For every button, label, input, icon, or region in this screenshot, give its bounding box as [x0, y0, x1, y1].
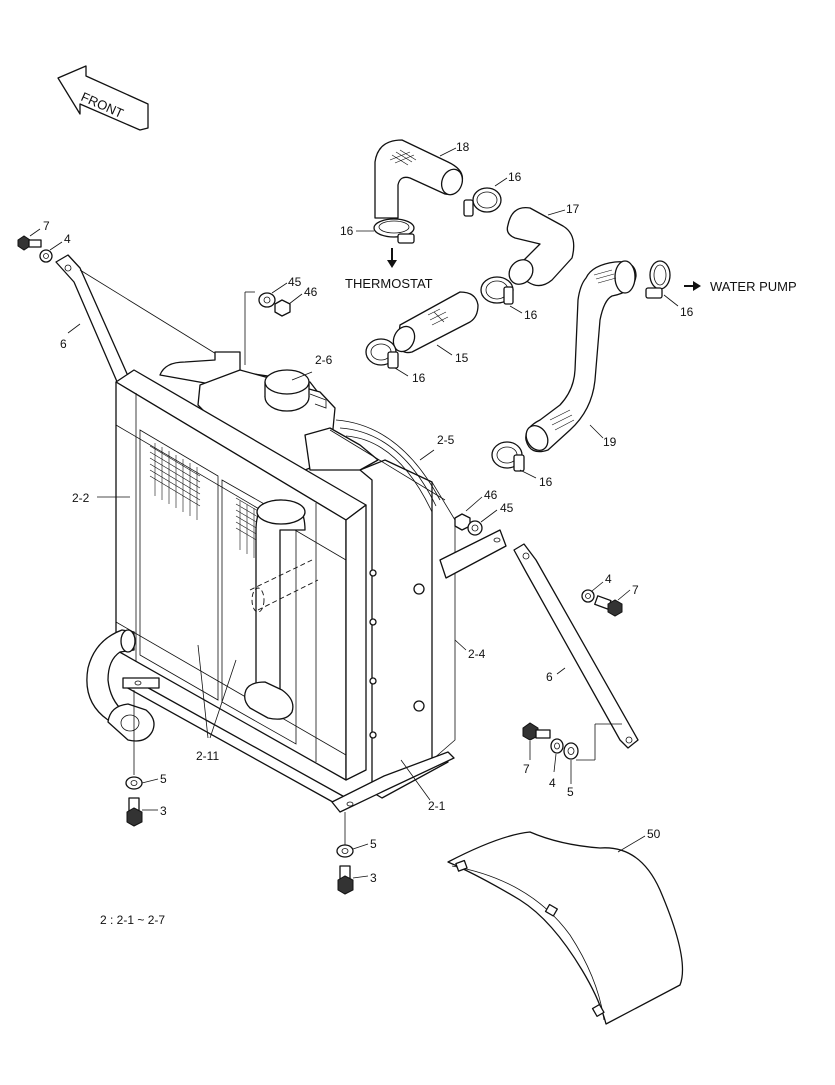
support-stay — [55, 254, 129, 385]
label-5-a: 5 — [160, 772, 167, 786]
support-stay — [513, 543, 639, 749]
washer — [258, 292, 276, 308]
arrow-down-icon — [387, 260, 397, 268]
washer — [581, 589, 595, 603]
fan-shroud — [331, 419, 456, 813]
label-3-b: 3 — [370, 871, 377, 885]
label-6-b: 6 — [546, 670, 553, 684]
label-2-6: 2-6 — [315, 353, 333, 367]
label-7-a: 7 — [43, 219, 50, 233]
hose-clamp — [373, 218, 415, 244]
washer — [336, 844, 354, 858]
label-50: 50 — [647, 827, 661, 841]
label-45-b: 45 — [500, 501, 514, 515]
label-7-c: 7 — [523, 762, 530, 776]
label-2-5: 2-5 — [437, 433, 455, 447]
hose-clamp — [645, 260, 671, 299]
radiator-assembly — [115, 351, 379, 807]
label-2-4: 2-4 — [468, 647, 486, 661]
radiator-outlet-pipe — [244, 499, 319, 720]
hose-19 — [525, 260, 637, 453]
hose-18 — [374, 139, 464, 219]
label-5-b: 5 — [567, 785, 574, 799]
washer — [125, 776, 143, 790]
water-pump-label: WATER PUMP — [710, 279, 797, 294]
label-18: 18 — [456, 140, 470, 154]
hose-17 — [506, 206, 575, 287]
label-45-a: 45 — [288, 275, 302, 289]
label-16-f: 16 — [539, 475, 553, 489]
bolt — [594, 595, 623, 617]
thermostat-label: THERMOSTAT — [345, 276, 433, 291]
label-16-d: 16 — [412, 371, 426, 385]
label-16-b: 16 — [340, 224, 354, 238]
radiator-inlet-pipe — [86, 629, 155, 742]
label-2-11: 2-11 — [196, 749, 219, 763]
mounting-bracket — [439, 529, 507, 579]
label-17: 17 — [566, 202, 580, 216]
washer — [467, 520, 483, 536]
label-15: 15 — [455, 351, 469, 365]
fan-guard — [447, 831, 684, 1025]
label-7-b: 7 — [632, 583, 639, 597]
washer — [563, 742, 579, 760]
bolt — [17, 235, 42, 251]
label-5-c: 5 — [370, 837, 377, 851]
arrow-right-icon — [693, 281, 701, 291]
washer — [550, 738, 564, 754]
assembly-note: 2 : 2-1 ~ 2-7 — [100, 913, 165, 927]
label-2-2: 2-2 — [72, 491, 90, 505]
washer — [39, 249, 53, 263]
hose-clamp — [480, 276, 514, 305]
label-4-c: 4 — [549, 776, 556, 790]
label-16-c: 16 — [524, 308, 538, 322]
label-2-1: 2-1 — [428, 799, 446, 813]
label-16-a: 16 — [508, 170, 522, 184]
bolt — [126, 797, 143, 827]
label-4-b: 4 — [605, 572, 612, 586]
hose-clamp — [365, 338, 399, 369]
label-46-b: 46 — [484, 488, 498, 502]
nut — [274, 299, 291, 317]
label-46-a: 46 — [304, 285, 318, 299]
hose-clamp — [491, 441, 525, 472]
front-arrow-icon: FRONT — [57, 65, 149, 131]
hose-clamp — [463, 187, 502, 217]
label-19: 19 — [603, 435, 617, 449]
bolt — [522, 722, 551, 741]
hose-15 — [392, 291, 479, 354]
label-3-a: 3 — [160, 804, 167, 818]
label-6-a: 6 — [60, 337, 67, 351]
bolt — [337, 865, 354, 895]
label-16-e: 16 — [680, 305, 694, 319]
label-4-a: 4 — [64, 232, 71, 246]
